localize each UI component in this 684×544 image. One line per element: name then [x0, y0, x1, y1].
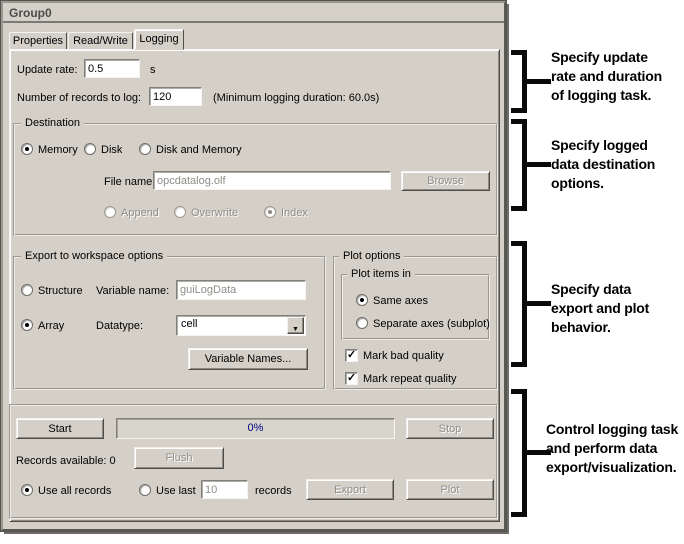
- tab-readwrite-label: Read/Write: [73, 35, 128, 47]
- append-radio[interactable]: [104, 206, 116, 218]
- mark-bad-quality-label[interactable]: Mark bad quality: [363, 350, 444, 362]
- mark-bad-quality-checkbox[interactable]: ✓: [345, 349, 358, 362]
- annotation-update-rate: Specify update rate and duration of logg…: [551, 48, 662, 105]
- callout-bracket-update-rate: [511, 50, 551, 113]
- mark-repeat-quality-checkbox[interactable]: ✓: [345, 372, 358, 385]
- plot-items-in-legend: Plot items in: [347, 268, 415, 280]
- disk-radio[interactable]: [84, 143, 96, 155]
- separate-axes-radio-label[interactable]: Separate axes (subplot): [373, 318, 490, 330]
- index-radio-label[interactable]: Index: [281, 207, 308, 219]
- datatype-dropdown-button[interactable]: ▼: [287, 317, 304, 334]
- update-rate-input[interactable]: [84, 59, 140, 78]
- variable-names-button[interactable]: Variable Names...: [188, 348, 308, 370]
- plot-items-in-group: Plot items in: [341, 268, 490, 340]
- update-rate-unit: s: [150, 64, 156, 76]
- annotation-line: Control logging task: [546, 421, 679, 437]
- separate-axes-radio[interactable]: [356, 317, 368, 329]
- file-name-label: File name:: [104, 176, 156, 188]
- append-radio-label[interactable]: Append: [121, 207, 159, 219]
- annotation-line: and perform data: [546, 440, 658, 456]
- destination-legend: Destination: [21, 117, 85, 129]
- use-all-records-radio[interactable]: [21, 484, 33, 496]
- plot-options-legend: Plot options: [339, 250, 405, 262]
- records-available-label: Records available: 0: [16, 455, 116, 467]
- chevron-down-icon: ▼: [292, 326, 299, 333]
- use-last-radio[interactable]: [139, 484, 151, 496]
- window-title: Group0: [9, 6, 52, 20]
- callout-bracket-destination: [511, 119, 551, 211]
- progress-value: 0%: [247, 422, 264, 434]
- stop-button[interactable]: Stop: [406, 418, 494, 439]
- flush-button[interactable]: Flush: [134, 447, 224, 469]
- annotation-line: data destination: [551, 156, 656, 172]
- overwrite-radio[interactable]: [174, 206, 186, 218]
- disk-radio-label[interactable]: Disk: [101, 144, 123, 156]
- datatype-label: Datatype:: [96, 320, 144, 332]
- structure-radio-label[interactable]: Structure: [38, 285, 83, 297]
- destination-group: Destination: [13, 117, 498, 236]
- tab-properties[interactable]: Properties: [9, 32, 67, 49]
- export-workspace-legend: Export to workspace options: [21, 250, 168, 262]
- update-rate-label: Update rate:: [17, 64, 78, 76]
- annotation-line: behavior.: [551, 319, 611, 335]
- records-to-log-label: Number of records to log:: [17, 92, 142, 104]
- check-icon: ✓: [347, 349, 357, 361]
- check-icon: ✓: [347, 372, 357, 384]
- annotation-export-plot: Specify data export and plot behavior.: [551, 280, 649, 337]
- datatype-combobox[interactable]: cell ▼: [176, 315, 306, 336]
- array-radio[interactable]: [21, 319, 33, 331]
- memory-radio[interactable]: [21, 143, 33, 155]
- same-axes-radio-label[interactable]: Same axes: [373, 295, 429, 307]
- tab-logging[interactable]: Logging: [134, 29, 184, 50]
- structure-radio[interactable]: [21, 284, 33, 296]
- annotation-line: rate and duration: [551, 68, 662, 84]
- annotation-line: of logging task.: [551, 87, 652, 103]
- tab-properties-label: Properties: [12, 35, 64, 47]
- memory-radio-label[interactable]: Memory: [38, 144, 78, 156]
- progress-bar: 0%: [116, 418, 395, 439]
- array-radio-label[interactable]: Array: [38, 320, 65, 332]
- group-dialog: Group0 Properties Read/Write Logging Upd…: [0, 0, 507, 532]
- annotation-line: options.: [551, 175, 604, 191]
- same-axes-radio[interactable]: [356, 294, 368, 306]
- browse-button[interactable]: Browse: [401, 171, 490, 191]
- plot-options-group: Plot options: [333, 250, 498, 390]
- export-workspace-group: Export to workspace options: [13, 250, 326, 390]
- export-button[interactable]: Export: [306, 479, 394, 500]
- annotation-line: export and plot: [551, 300, 650, 316]
- use-last-count-input[interactable]: [201, 480, 248, 499]
- records-suffix-label: records: [255, 485, 292, 497]
- records-to-log-input[interactable]: [149, 87, 202, 106]
- min-duration-hint: (Minimum logging duration: 60.0s): [213, 92, 380, 104]
- annotation-line: export/visualization.: [546, 459, 677, 475]
- logging-control-group: [9, 404, 498, 519]
- start-button[interactable]: Start: [16, 418, 104, 439]
- disk-and-memory-radio[interactable]: [139, 143, 151, 155]
- annotation-control: Control logging task and perform data ex…: [546, 420, 678, 477]
- annotation-line: Specify data: [551, 281, 632, 297]
- annotation-line: Specify update: [551, 49, 648, 65]
- annotation-destination: Specify logged data destination options.: [551, 136, 655, 193]
- variable-name-label: Variable name:: [96, 285, 170, 297]
- title-bar[interactable]: Group0: [3, 3, 504, 23]
- index-radio[interactable]: [264, 206, 276, 218]
- callout-bracket-export-plot: [511, 241, 551, 367]
- tab-logging-label: Logging: [139, 33, 179, 45]
- file-name-input[interactable]: [153, 171, 391, 190]
- overwrite-radio-label[interactable]: Overwrite: [191, 207, 239, 219]
- datatype-value: cell: [181, 318, 198, 330]
- use-last-label[interactable]: Use last: [156, 485, 196, 497]
- callout-bracket-control: [511, 389, 551, 517]
- disk-and-memory-radio-label[interactable]: Disk and Memory: [156, 144, 242, 156]
- tab-readwrite[interactable]: Read/Write: [68, 32, 133, 49]
- mark-repeat-quality-label[interactable]: Mark repeat quality: [363, 373, 457, 385]
- plot-button[interactable]: Plot: [406, 479, 494, 500]
- variable-name-input[interactable]: [176, 280, 306, 300]
- annotation-line: Specify logged: [551, 137, 648, 153]
- use-all-records-label[interactable]: Use all records: [38, 485, 112, 497]
